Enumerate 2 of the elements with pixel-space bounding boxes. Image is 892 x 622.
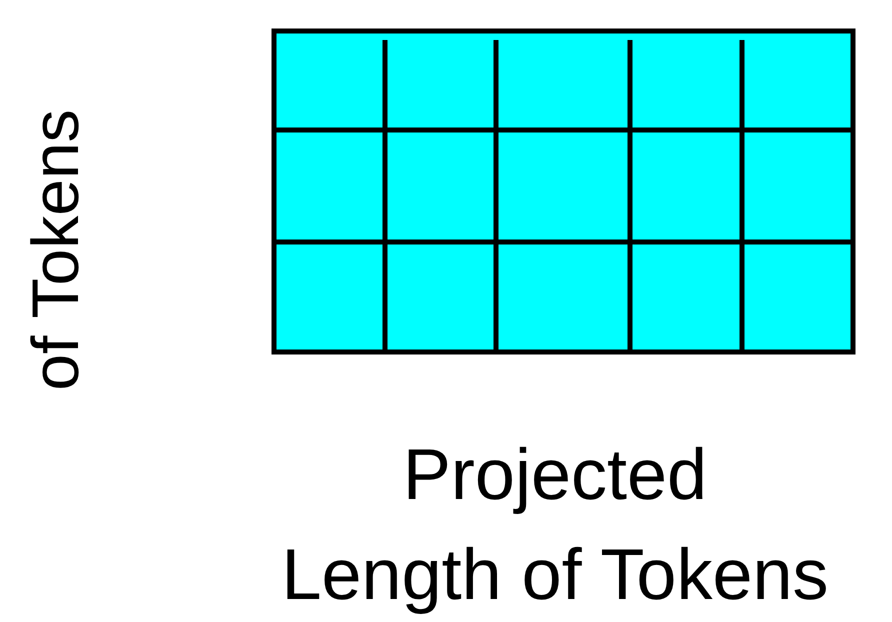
- axis-label: Projected Length of Tokens: [280, 434, 830, 617]
- axis-label: of Tokens: [17, 108, 93, 393]
